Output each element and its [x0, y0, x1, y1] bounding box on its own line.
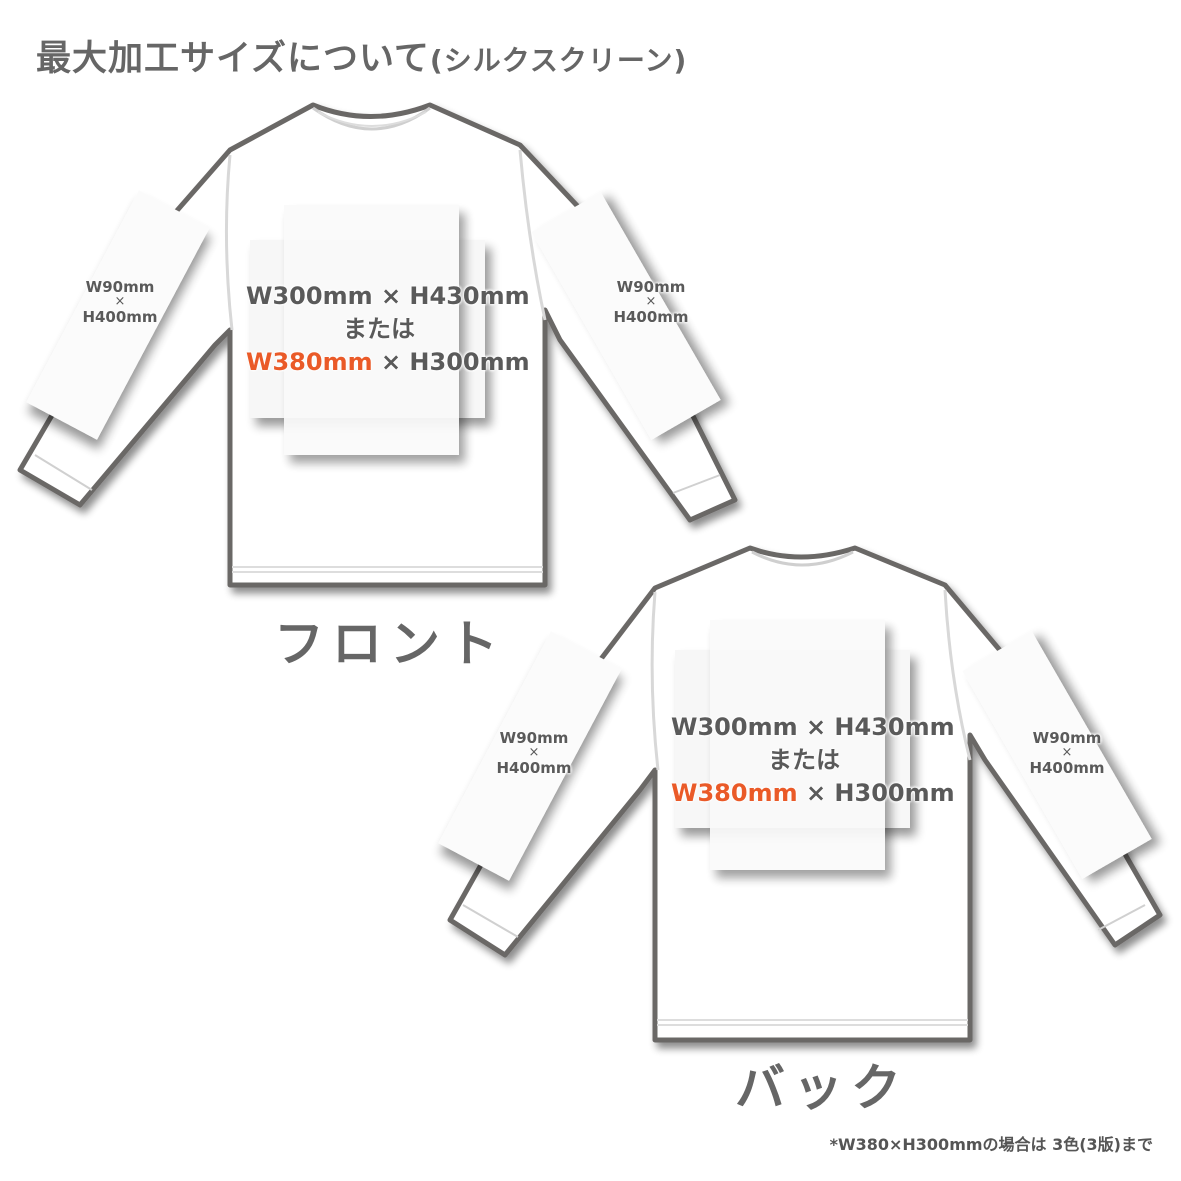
front-size-option-1: W300mm × H430mm: [246, 282, 530, 310]
back-size-option-2-height: × H300mm: [805, 779, 955, 807]
back-label: バック: [735, 1059, 909, 1117]
back-right-sleeve-print-area: [962, 631, 1152, 879]
back-left-sleeve-height: H400mm: [496, 759, 572, 777]
back-left-sleeve-print-area: [438, 631, 622, 881]
front-size-or: または: [343, 315, 415, 343]
back-left-sleeve-width: W90mm: [499, 729, 569, 747]
front-left-sleeve-print-area: [26, 190, 210, 440]
front-body-print-size: W300mm × H430mm または W380mm × H300mm: [246, 280, 530, 379]
front-left-sleeve-size: W90mm × H400mm: [74, 279, 166, 325]
page-title: 最大加工サイズについて(シルクスクリーン): [36, 30, 687, 81]
front-left-sleeve-width: W90mm: [85, 278, 155, 296]
front-right-sleeve-width: W90mm: [616, 278, 686, 296]
front-size-option-2: W380mm × H300mm: [246, 346, 530, 379]
front-left-sleeve-times: ×: [114, 294, 126, 309]
back-size-option-2-width: W380mm: [671, 779, 798, 807]
back-right-sleeve-height: H400mm: [1029, 759, 1105, 777]
back-right-sleeve-width: W90mm: [1032, 729, 1102, 747]
front-right-sleeve-print-area: [531, 192, 721, 440]
front-right-sleeve-size: W90mm × H400mm: [605, 279, 697, 325]
title-main: 最大加工サイズについて: [36, 39, 430, 79]
front-right-sleeve-height: H400mm: [613, 308, 689, 326]
front-label: フロント: [274, 615, 506, 673]
back-right-sleeve-times: ×: [1061, 745, 1073, 760]
front-size-option-2-width: W380mm: [246, 348, 373, 376]
footnote: *W380×H300mmの場合は 3色(3版)まで: [829, 1135, 1153, 1154]
back-left-sleeve-size: W90mm × H400mm: [488, 730, 580, 776]
back-right-sleeve-size: W90mm × H400mm: [1021, 730, 1113, 776]
back-size-or: または: [768, 746, 840, 774]
back-body-print-size: W300mm × H430mm または W380mm × H300mm: [671, 711, 955, 810]
front-size-option-2-height: × H300mm: [380, 348, 530, 376]
back-print-area-portrait: [710, 620, 885, 870]
back-left-sleeve-times: ×: [528, 745, 540, 760]
back-size-option-2: W380mm × H300mm: [671, 777, 955, 810]
back-size-option-1: W300mm × H430mm: [671, 713, 955, 741]
front-print-area-portrait: [284, 205, 459, 455]
front-left-sleeve-height: H400mm: [82, 308, 158, 326]
title-subtitle: (シルクスクリーン): [429, 44, 688, 77]
front-right-sleeve-times: ×: [645, 294, 657, 309]
